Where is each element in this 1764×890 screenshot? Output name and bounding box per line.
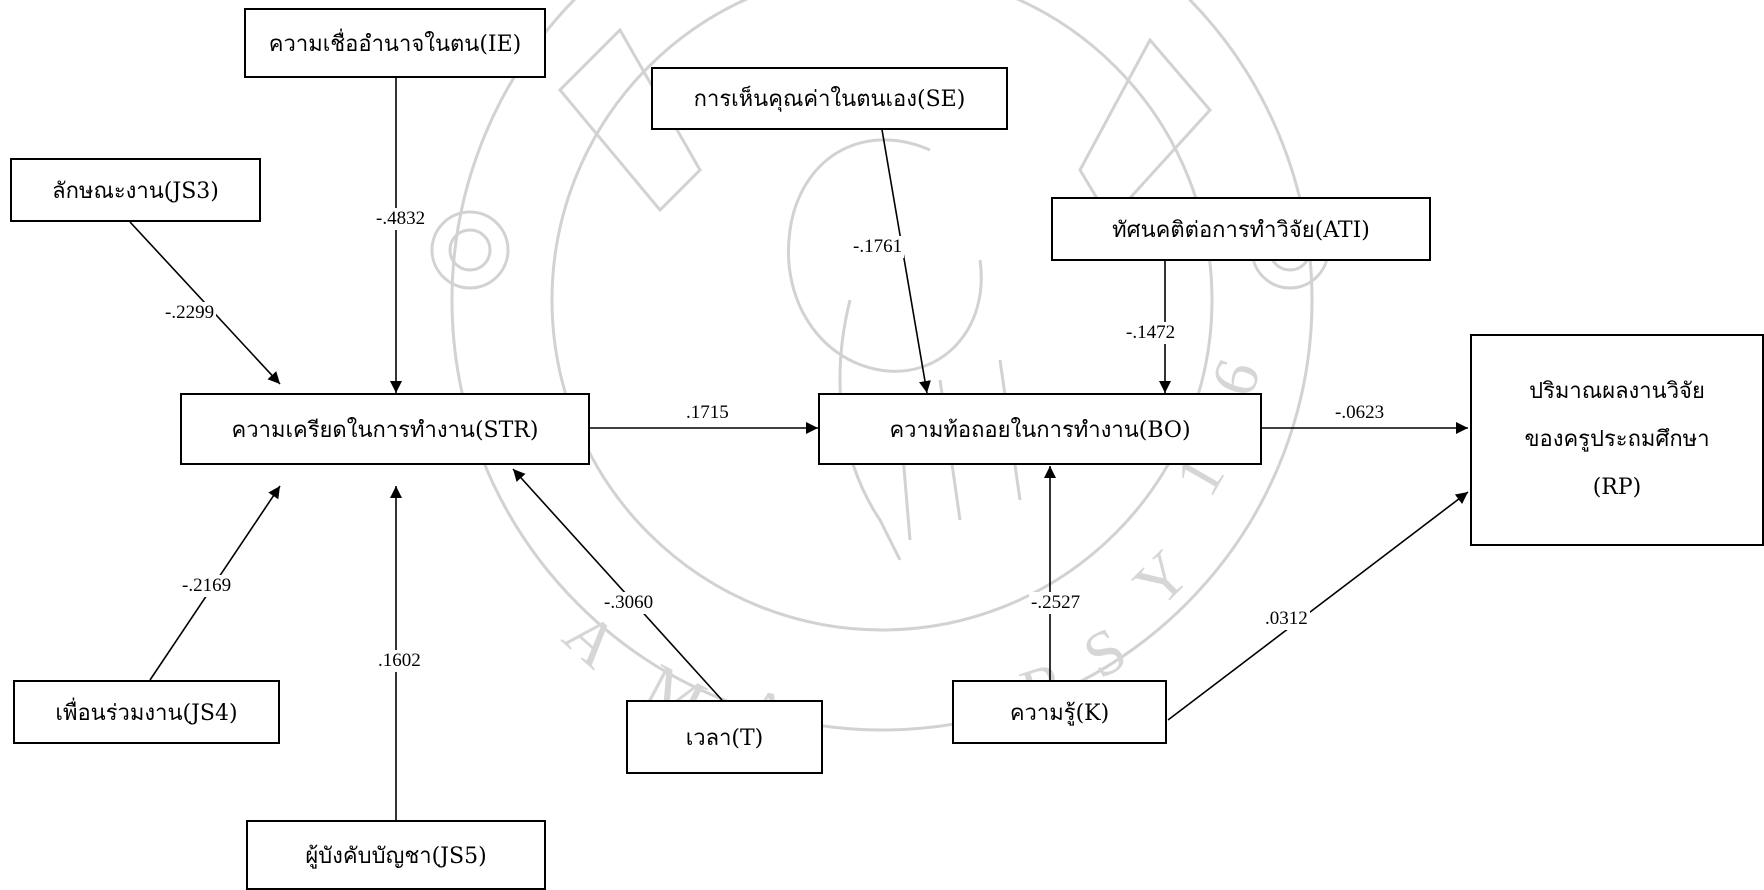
- coef-js4-str: -.2169: [180, 575, 234, 597]
- coef-ati-bo: -.1472: [1124, 322, 1178, 344]
- node-str: ความเครียดในการทำงาน(STR): [180, 393, 590, 465]
- coef-se-bo: -.1761: [851, 236, 905, 258]
- node-rp: ปริมาณผลงานวิจัย ของครูประถมศึกษา (RP): [1470, 334, 1764, 546]
- watermark-flower-left: [430, 210, 510, 290]
- coef-k-rp: .0312: [1263, 608, 1310, 630]
- node-rp-line1: ปริมาณผลงานวิจัย: [1529, 379, 1705, 404]
- coef-js3-str: -.2299: [163, 302, 217, 324]
- node-js5: ผู้บังคับบัญชา(JS5): [246, 820, 546, 890]
- coef-bo-rp: -.0623: [1335, 402, 1385, 423]
- node-ati: ทัศนคติต่อการทำวิจัย(ATI): [1051, 197, 1431, 261]
- node-se: การเห็นคุณค่าในตนเอง(SE): [651, 67, 1008, 130]
- node-rp-line3: (RP): [1592, 475, 1642, 500]
- coef-k-bo: -.2527: [1029, 592, 1083, 614]
- node-ie: ความเชื่ออำนาจในตน(IE): [244, 8, 546, 78]
- coef-str-bo: .1715: [686, 402, 729, 423]
- node-rp-line2: ของครูประถมศึกษา: [1524, 427, 1710, 452]
- watermark-outer-ring: [450, 0, 1314, 732]
- arrow-k-to-rp: [1167, 491, 1469, 721]
- node-t: เวลา(T): [626, 700, 823, 774]
- coef-js5-str: .1602: [376, 650, 423, 672]
- node-k: ความรู้(K): [952, 680, 1167, 744]
- coef-ie-str: -.4832: [374, 208, 428, 230]
- watermark-ray-left: [557, 27, 702, 213]
- watermark-elephant-head: [787, 138, 983, 373]
- node-js4: เพื่อนร่วมงาน(JS4): [13, 680, 280, 744]
- node-bo: ความท้อถอยในการทำงาน(BO): [818, 393, 1262, 465]
- arrow-t-to-str: [512, 468, 723, 701]
- coef-t-str: -.3060: [602, 592, 656, 614]
- watermark-inner-ring: [550, 0, 1214, 632]
- node-js3: ลักษณะงาน(JS3): [10, 158, 261, 222]
